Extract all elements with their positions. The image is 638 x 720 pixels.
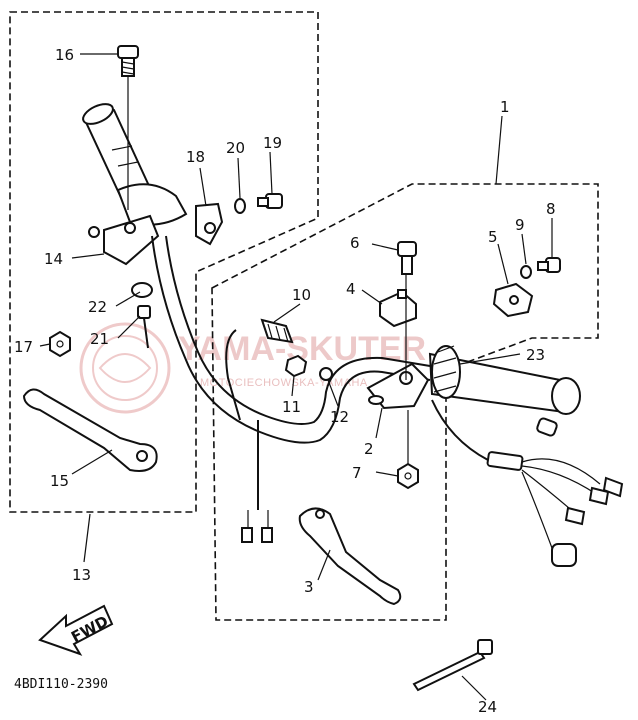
leader-lines	[39, 53, 553, 701]
screw-16	[117, 45, 139, 210]
locknut-11	[284, 354, 308, 378]
callout-6: 6	[350, 234, 360, 252]
screw-6	[397, 241, 417, 380]
terminal-right	[261, 527, 273, 543]
nut-17	[49, 330, 71, 358]
callout-11: 11	[282, 398, 301, 416]
bolt-8	[537, 257, 561, 273]
callout-22: 22	[88, 298, 107, 316]
callout-13: 13	[72, 566, 91, 584]
diagram-code: 4BDI110-2390	[14, 677, 108, 692]
switch-wiring	[431, 399, 624, 567]
callout-19: 19	[263, 134, 282, 152]
screw-21	[137, 305, 151, 349]
callouts: 16 18 20 19 14 22 21 17 15 13 1 6 4 5 9 …	[14, 46, 556, 716]
callout-18: 18	[186, 148, 205, 166]
terminal-left	[241, 527, 253, 543]
callout-9: 9	[515, 216, 525, 234]
callout-24: 24	[478, 698, 497, 716]
collar-12	[319, 367, 333, 381]
cable-adjuster-10	[260, 318, 294, 344]
callout-1: 1	[500, 98, 510, 116]
bolt-19	[257, 193, 283, 209]
brake-switch-4	[379, 289, 417, 328]
callout-16: 16	[55, 46, 74, 64]
callout-8: 8	[546, 200, 556, 218]
callout-15: 15	[50, 472, 69, 490]
cable-tie-24	[412, 639, 493, 692]
callout-4: 4	[346, 280, 356, 298]
brake-lever-3	[298, 507, 402, 606]
watermark-subtext: MOTOCIECHOWSKA-YAMAHA	[200, 377, 368, 389]
callout-20: 20	[226, 139, 245, 157]
callout-3: 3	[304, 578, 314, 596]
left-lever-holder	[88, 183, 188, 266]
callout-14: 14	[44, 250, 63, 268]
left-grip	[82, 103, 152, 206]
washer-9	[520, 265, 532, 279]
clutch-lever-15	[22, 388, 158, 472]
callout-12: 12	[330, 408, 349, 426]
nut-7	[397, 410, 419, 490]
group-box-13	[9, 11, 319, 513]
group-box-1	[211, 183, 599, 621]
callout-7: 7	[352, 464, 362, 482]
callout-17: 17	[14, 338, 33, 356]
clamp-18	[195, 202, 224, 246]
callout-2: 2	[364, 440, 374, 458]
fwd-arrow: FWD	[38, 604, 114, 656]
clamp-5	[492, 282, 534, 318]
callout-23: 23	[526, 346, 545, 364]
callout-10: 10	[292, 286, 311, 304]
washer-20	[234, 198, 246, 214]
cable-terminal	[247, 510, 269, 530]
callout-21: 21	[90, 330, 109, 348]
throttle-grip-23	[428, 345, 581, 415]
callout-5: 5	[488, 228, 498, 246]
